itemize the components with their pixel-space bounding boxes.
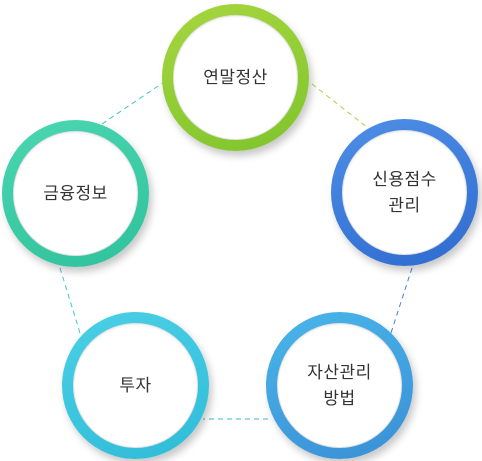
node-asset-management: 자산관리 방법: [266, 312, 413, 459]
node-credit-score: 신용점수 관리: [331, 119, 478, 266]
node-label-investment: 투자: [119, 373, 151, 399]
node-label-asset-management: 자산관리 방법: [307, 360, 372, 412]
node-financial-info: 금융정보: [2, 120, 149, 267]
node-label-line: 관리: [388, 195, 421, 216]
node-label-line: 방법: [323, 388, 356, 409]
node-label-line: 자산관리: [307, 362, 372, 383]
node-inner-circle: 금융정보: [13, 131, 138, 256]
node-label-line: 신용점수: [372, 169, 437, 190]
connector-credit-to-asset: [389, 267, 413, 337]
node-label-line: 금융정보: [43, 183, 108, 204]
node-inner-circle: 자산관리 방법: [277, 323, 402, 448]
node-label-financial-info: 금융정보: [43, 181, 108, 207]
node-label-line: 투자: [119, 375, 152, 396]
node-label-line: 연말정산: [203, 67, 268, 88]
connector-financial-to-year-end: [101, 81, 165, 125]
connector-year-end-to-credit: [311, 83, 369, 129]
node-label-year-end-tax: 연말정산: [203, 65, 268, 91]
node-inner-circle: 연말정산: [173, 15, 298, 140]
node-year-end-tax: 연말정산: [162, 4, 309, 151]
connector-investment-to-financial: [59, 267, 81, 334]
node-inner-circle: 투자: [73, 323, 198, 448]
node-investment: 투자: [62, 312, 209, 459]
node-label-credit-score: 신용점수 관리: [372, 167, 437, 219]
node-inner-circle: 신용점수 관리: [342, 130, 467, 255]
